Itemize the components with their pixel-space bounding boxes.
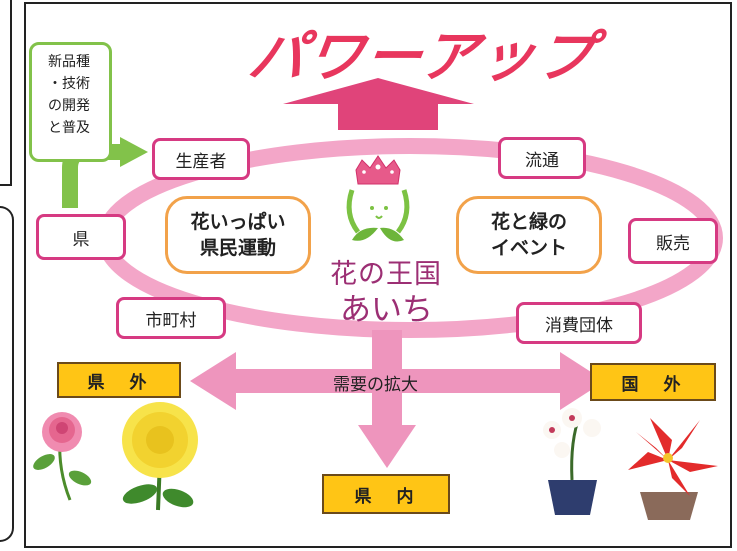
actor-prefecture: 県 [36,214,126,260]
actor-municipality: 市町村 [116,297,226,339]
initiative-green-events: 花と緑の イベント [456,196,602,274]
initiative-left-line-1: 花いっぱい [190,211,286,233]
support-line-2: ・技術 [48,76,90,92]
actor-producer: 生産者 [152,138,250,180]
support-arrow-head [120,137,148,167]
logo-line-1: 花の王国 [330,259,442,290]
actor-consumer-groups: 消費団体 [516,302,642,344]
demand-arrow-down [358,425,416,468]
left-panel-edge-top [0,0,12,186]
logo-line-2: あいち [340,292,433,328]
support-line-4: と普及 [48,120,90,136]
support-line-1: 新品種 [48,54,90,70]
poinsettia-illustration [628,418,718,520]
power-up-title: パワーアップ [244,25,600,90]
initiative-right-line-2: イベント [490,237,567,259]
actor-sales: 販売 [628,218,718,264]
demand-arrow-left [190,352,236,410]
demand-arrow-right [560,352,605,410]
actor-distribution: 流通 [498,137,586,179]
initiative-right-line-1: 花と緑の [490,211,567,233]
demand-stem [372,330,402,430]
support-box: 新品種 ・技術 の開発 と普及 [29,42,112,162]
power-up-arrow [283,78,474,130]
demand-label: 需要の拡大 [333,375,418,395]
chrysanthemum-illustration [122,402,198,511]
rose-illustration [33,412,92,501]
orchid-illustration [543,408,601,515]
target-overseas: 国 外 [590,363,716,401]
target-inside-prefecture: 県 内 [322,474,450,514]
support-line-3: の開発 [48,98,90,114]
target-outside-prefecture: 県 外 [57,362,181,398]
logo-mark [346,155,410,242]
initiative-flower-campaign: 花いっぱい 県民運動 [165,196,311,274]
initiative-left-line-2: 県民運動 [199,237,276,259]
